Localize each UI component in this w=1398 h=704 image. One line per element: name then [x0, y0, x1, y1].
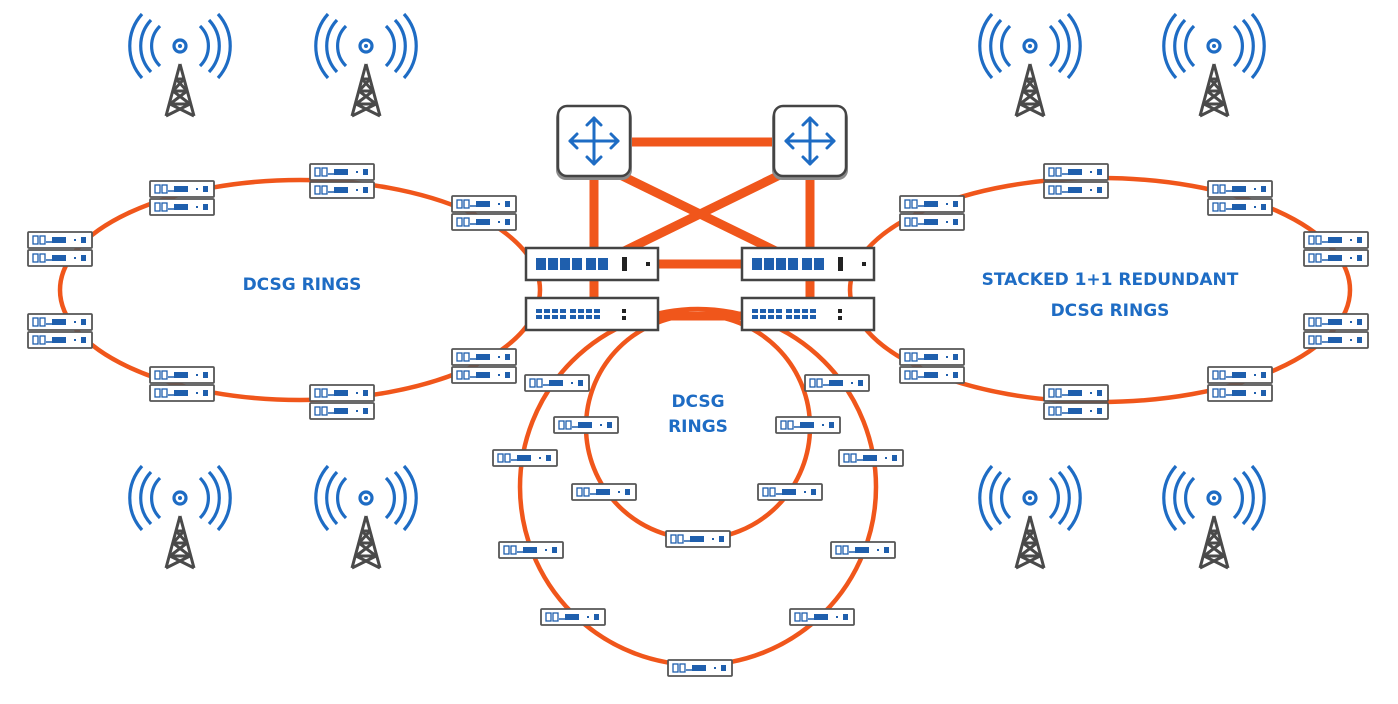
- dcsg-device-icon: [452, 349, 516, 383]
- dcsg-device-icon: [571, 483, 637, 501]
- dcsg-device-icon: [540, 608, 606, 626]
- router-icon: [554, 104, 634, 182]
- dcsg-device-icon: [775, 416, 841, 434]
- dcsg-device-icon: [28, 232, 92, 266]
- dcsg-device-icon: [28, 314, 92, 348]
- right-ring-devices: [900, 164, 1368, 419]
- dcsg-device-icon: [667, 659, 733, 677]
- router-icon: [770, 104, 850, 182]
- center-ring-label-line1: DCSG: [671, 392, 724, 412]
- aggregation-switch-icon: [524, 296, 660, 332]
- dcsg-device-icon: [1304, 314, 1368, 348]
- left-ring-label: DCSG RINGS: [243, 275, 362, 295]
- dcsg-device-icon: [1304, 232, 1368, 266]
- dcsg-device-icon: [838, 449, 904, 467]
- dcsg-device-icon: [452, 196, 516, 230]
- cell-tower-icon: [314, 12, 418, 118]
- dcsg-device-icon: [524, 374, 590, 392]
- dcsg-device-icon: [310, 385, 374, 419]
- dcsg-device-icon: [492, 449, 558, 467]
- aggregation-switch-icon: [524, 246, 660, 282]
- center-ring-label-line2: RINGS: [668, 417, 728, 437]
- labels: DCSG RINGS DCSG RINGS STACKED 1+1 REDUND…: [243, 270, 1239, 437]
- dcsg-device-icon: [757, 483, 823, 501]
- right-ring-label-line1: STACKED 1+1 REDUNDANT: [982, 270, 1239, 290]
- dcsg-device-icon: [498, 541, 564, 559]
- cell-tower-icon: [978, 12, 1082, 118]
- cell-tower-icon: [1162, 464, 1266, 570]
- dcsg-device-icon: [900, 196, 964, 230]
- cell-tower-icon: [314, 464, 418, 570]
- dcsg-device-icon: [804, 374, 870, 392]
- cell-tower-icon: [128, 464, 232, 570]
- right-ring-label-line2: DCSG RINGS: [1051, 301, 1170, 321]
- cell-tower-icon: [978, 464, 1082, 570]
- aggregation-switch-icon: [740, 246, 876, 282]
- cell-tower-icon: [1162, 12, 1266, 118]
- dcsg-device-icon: [553, 416, 619, 434]
- aggregation-switch-icon: [740, 296, 876, 332]
- dcsg-device-icon: [789, 608, 855, 626]
- dcsg-device-icon: [665, 530, 731, 548]
- dcsg-device-icon: [150, 181, 214, 215]
- cell-tower-icon: [128, 12, 232, 118]
- dcsg-device-icon: [830, 541, 896, 559]
- left-ring: [57, 177, 543, 403]
- dcsg-device-icon: [900, 349, 964, 383]
